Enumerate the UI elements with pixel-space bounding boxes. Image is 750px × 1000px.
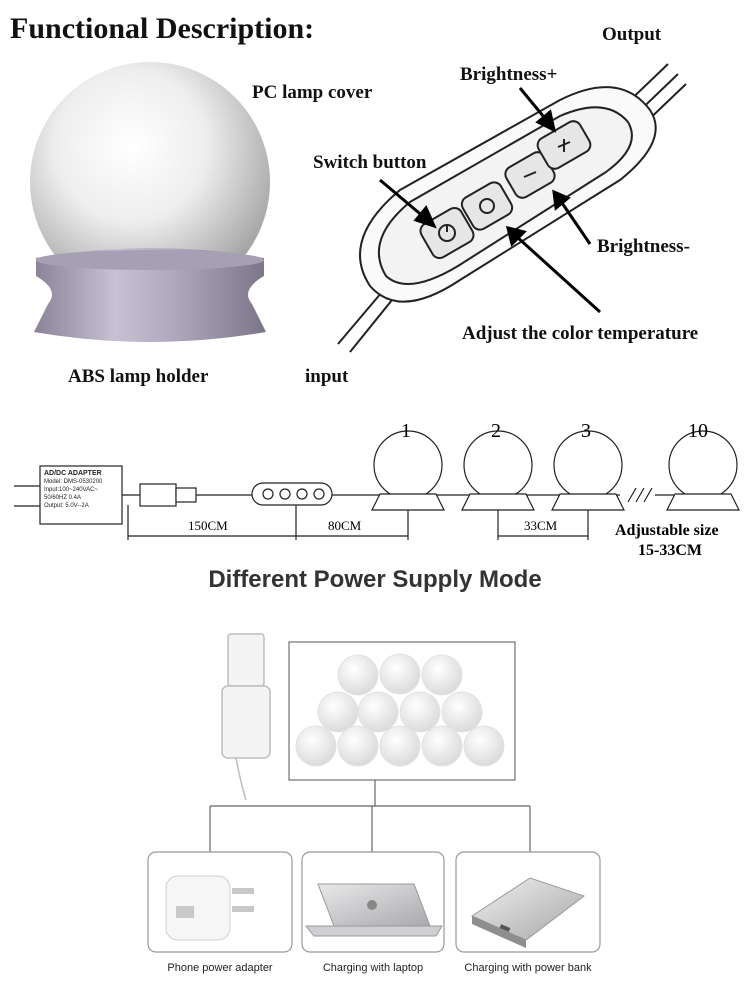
- adapter-title: AD/DC ADAPTER: [44, 470, 102, 477]
- page-title: Functional Description:: [10, 12, 315, 45]
- power-supply-title: Different Power Supply Mode: [208, 566, 542, 593]
- output-label: Output: [602, 24, 662, 45]
- option-label-power-bank: Charging with power bank: [464, 962, 592, 974]
- adjustable-size-label: Adjustable size: [615, 522, 719, 539]
- abs-lamp-holder-label: ABS lamp holder: [68, 366, 209, 387]
- length-controller-label: 80CM: [328, 518, 362, 533]
- bulbs-cluster: [295, 653, 505, 767]
- power-bank-icon: [470, 877, 586, 948]
- option-box-power-bank: [455, 851, 601, 953]
- lamp-bulb-illustration: [30, 62, 270, 342]
- adapter-input: Input:100~240VAC~: [44, 487, 98, 493]
- pc-lamp-cover-label: PC lamp cover: [252, 82, 373, 103]
- option-label-laptop: Charging with laptop: [322, 962, 424, 974]
- adapter-freq: 50/60HZ 0.4A: [44, 495, 82, 501]
- adapter-output: Output: 5.0V--2A: [44, 503, 89, 509]
- bulb-number-10: 10: [688, 420, 708, 442]
- callout-arrows: [379, 87, 602, 314]
- switch-button-label: Switch button: [313, 152, 427, 173]
- connector-tree: [209, 780, 531, 852]
- usb-cable-illustration: [221, 633, 271, 801]
- length-spacing-label: 33CM: [524, 518, 558, 533]
- bulb-number-3: 3: [581, 420, 591, 442]
- option-label-phone-adapter: Phone power adapter: [167, 962, 273, 974]
- input-label: input: [305, 366, 349, 387]
- adapter-label: AD/DC ADAPTER Model: DMS-0530200 Input:1…: [44, 470, 120, 510]
- brightness-plus-label: Brightness+: [460, 64, 558, 85]
- bulb-number-2: 2: [491, 420, 501, 442]
- bulbs-panel: [288, 641, 516, 781]
- adapter-model: Model: DMS-0530200: [44, 479, 103, 485]
- wiring-bulbs: [371, 430, 740, 511]
- laptop-icon: [304, 883, 443, 937]
- length-usb-label: 150CM: [188, 518, 228, 533]
- phone-adapter-icon: [165, 875, 254, 941]
- option-box-phone-adapter: [147, 851, 293, 953]
- color-temperature-label: Adjust the color temperature: [462, 323, 699, 344]
- adjustable-range-label: 15-33CM: [638, 542, 702, 559]
- bulb-number-1: 1: [401, 420, 411, 442]
- brightness-minus-label: Brightness-: [597, 236, 690, 257]
- controller-illustration: [337, 63, 687, 353]
- option-box-laptop: [301, 851, 445, 953]
